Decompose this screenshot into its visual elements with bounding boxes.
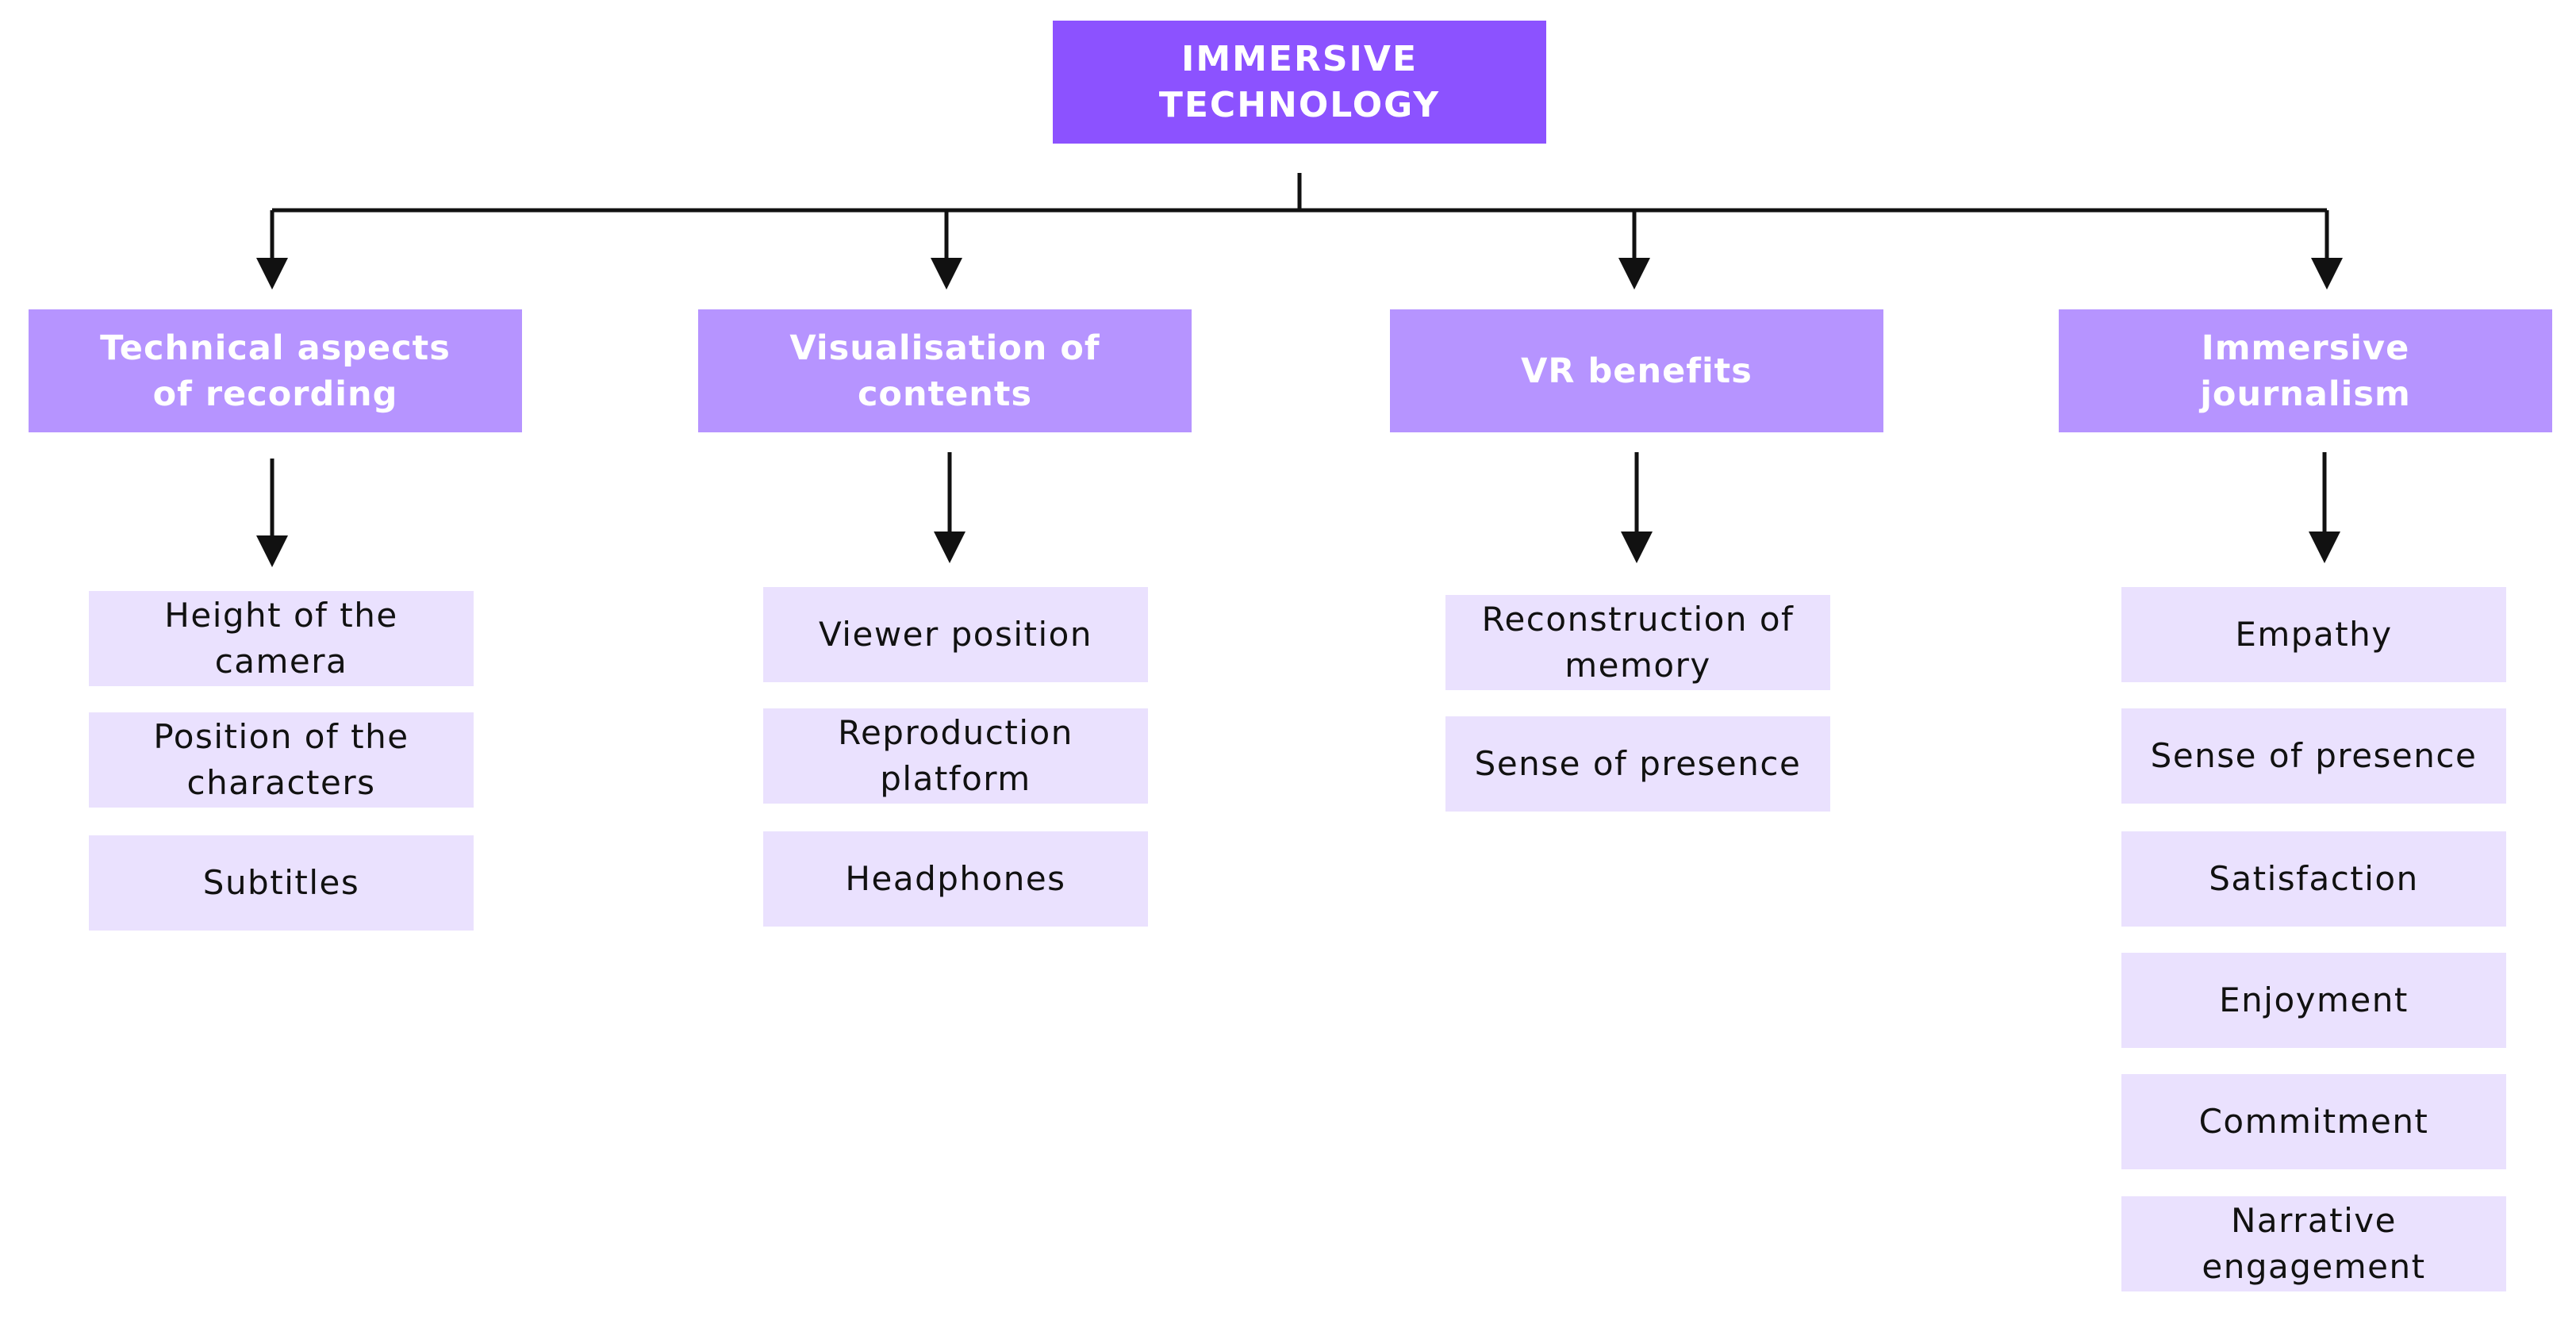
leaf-satisfaction: Satisfaction xyxy=(2121,831,2506,927)
category-technical-aspects: Technical aspects of recording xyxy=(29,309,522,432)
category-visualisation: Visualisation of contents xyxy=(698,309,1192,432)
leaf-sense-of-presence-journalism: Sense of presence xyxy=(2121,708,2506,804)
leaf-empathy: Empathy xyxy=(2121,587,2506,682)
leaf-enjoyment: Enjoyment xyxy=(2121,953,2506,1048)
root-node: IMMERSIVE TECHNOLOGY xyxy=(1053,21,1546,144)
category-immersive-journalism: Immersive journalism xyxy=(2059,309,2552,432)
leaf-reproduction-platform: Reproduction platform xyxy=(763,708,1148,804)
category-vr-benefits: VR benefits xyxy=(1390,309,1883,432)
leaf-height-of-camera: Height of the camera xyxy=(89,591,474,686)
leaf-narrative-engagement: Narrative engagement xyxy=(2121,1196,2506,1291)
leaf-viewer-position: Viewer position xyxy=(763,587,1148,682)
leaf-commitment: Commitment xyxy=(2121,1074,2506,1169)
leaf-headphones: Headphones xyxy=(763,831,1148,927)
leaf-reconstruction-of-memory: Reconstruction of memory xyxy=(1445,595,1830,690)
leaf-subtitles: Subtitles xyxy=(89,835,474,931)
leaf-position-of-characters: Position of the characters xyxy=(89,712,474,808)
leaf-sense-of-presence-vr: Sense of presence xyxy=(1445,716,1830,812)
